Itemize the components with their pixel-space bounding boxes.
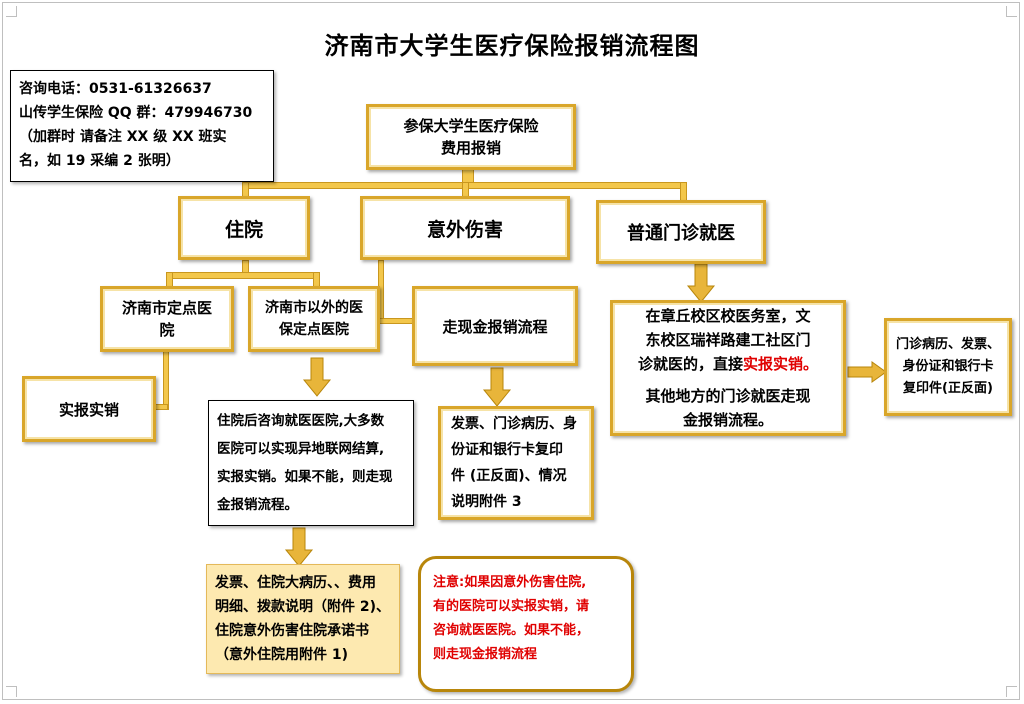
accident-docs-line: 发票、门诊病历、身: [451, 416, 577, 432]
consult-line: 实报实销。如果不能，则走现: [217, 469, 393, 485]
hospital-node: 住院: [178, 196, 310, 260]
contact-note: （加群时 请备注 XX 级 XX 班实: [19, 129, 227, 145]
accident-note-box: 注意:如果因意外伤害住院, 有的医院可以实报实销，请 咨询就医医院。如果不能， …: [418, 556, 634, 692]
outpatient-docs-line: 复印件(正反面): [903, 381, 993, 396]
jinan-hospital-line: 院: [159, 321, 175, 339]
consult-hospital-box: 住院后咨询就医医院,大多数 医院可以实现异地联网结算, 实报实销。如果不能，则走…: [208, 400, 414, 526]
outside-hospital-node: 济南市以外的医 保定点医院: [248, 286, 380, 352]
consult-line: 医院可以实现异地联网结算,: [217, 441, 385, 457]
jinan-hospital-line: 济南市定点医: [121, 299, 212, 317]
root-node: 参保大学生医疗保险 费用报销: [366, 104, 576, 170]
campus-line: 东校区瑞祥路建工社区门: [645, 331, 811, 349]
contact-info-box: 咨询电话：0531-61326637 山传学生保险 QQ 群：479946730…: [10, 70, 274, 182]
accident-docs-line: 说明附件 3: [451, 494, 522, 510]
campus-line: 金报销流程。: [682, 411, 773, 429]
connector-hospital-split: [166, 272, 320, 279]
campus-line: 其他地方的门诊就医走现: [645, 387, 811, 405]
consult-line: 住院后咨询就医医院,大多数: [217, 413, 385, 429]
highlight-text: 实报实销。: [743, 355, 819, 373]
note-line: 有的医院可以实报实销，请: [433, 599, 590, 614]
outpatient-node: 普通门诊就医: [596, 200, 766, 264]
outside-hospital-line: 保定点医院: [279, 322, 349, 338]
contact-phone: 咨询电话：0531-61326637: [19, 81, 212, 97]
down-arrow-icon: [302, 357, 332, 397]
right-arrow-icon: [847, 361, 887, 383]
contact-qq-group: 山传学生保险 QQ 群：479946730: [19, 105, 253, 121]
frame-corner-br: [1006, 686, 1017, 697]
frame-corner-bl: [6, 686, 17, 697]
hospital-docs-line: （意外住院用附件 1): [215, 647, 349, 663]
campus-clinic-node: 在章丘校区校医务室，文 东校区瑞祥路建工社区门 诊就医的，直接实报实销。 其他地…: [610, 300, 846, 436]
accident-docs-node: 发票、门诊病历、身 份证和银行卡复印 件 (正反面)、情况 说明附件 3: [438, 406, 594, 520]
connector-jinan-down: [163, 350, 169, 410]
outside-hospital-line: 济南市以外的医: [265, 300, 363, 316]
note-line: 咨询就医医院。如果不能，: [433, 623, 590, 638]
cash-flow-node: 走现金报销流程: [412, 286, 578, 366]
outpatient-docs-node: 门诊病历、发票、 身份证和银行卡 复印件(正反面): [884, 318, 1012, 416]
jinan-hospital-node: 济南市定点医 院: [100, 286, 234, 352]
connector-to-outpatient: [680, 182, 687, 202]
root-node-line: 费用报销: [440, 139, 501, 157]
down-arrow-icon: [482, 367, 512, 407]
accident-docs-line: 份证和银行卡复印: [451, 442, 563, 458]
hospital-docs-line: 明细、拨款说明（附件 2)、: [215, 599, 391, 615]
hospital-docs-line: 发票、住院大病历、、费用: [215, 575, 376, 591]
hospital-docs-box: 发票、住院大病历、、费用 明细、拨款说明（附件 2)、 住院意外伤害住院承诺书 …: [206, 564, 400, 674]
outpatient-docs-line: 身份证和银行卡: [902, 359, 994, 374]
actual-reimburse-node: 实报实销: [22, 376, 156, 442]
frame-corner-tl: [6, 6, 17, 17]
connector-accident-to-cash: [378, 318, 414, 324]
page-title: 济南市大学生医疗保险报销流程图: [324, 32, 700, 60]
note-line: 注意:如果因意外伤害住院,: [433, 575, 587, 590]
outpatient-docs-line: 门诊病历、发票、: [895, 337, 1000, 352]
hospital-docs-line: 住院意外伤害住院承诺书: [215, 623, 369, 639]
consult-line: 金报销流程。: [217, 497, 298, 513]
down-arrow-icon: [284, 527, 314, 567]
accident-docs-line: 件 (正反面)、情况: [451, 468, 567, 484]
root-node-line: 参保大学生医疗保险: [403, 117, 539, 135]
contact-note-cont: 名，如 19 采编 2 张明）: [19, 153, 180, 169]
campus-line: 在章丘校区校医务室，文: [645, 307, 811, 325]
frame-corner-tr: [1006, 6, 1017, 17]
campus-line: 诊就医的，直接实报实销。: [637, 355, 819, 373]
note-line: 则走现金报销流程: [433, 647, 538, 662]
down-arrow-icon: [686, 263, 716, 303]
accident-node: 意外伤害: [360, 196, 570, 260]
